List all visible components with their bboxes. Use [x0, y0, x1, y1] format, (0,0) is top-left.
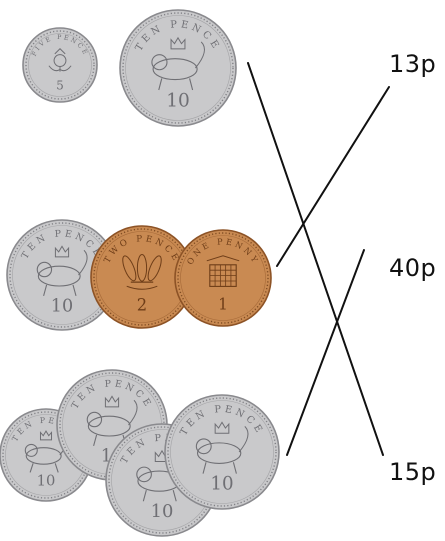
coin-value-text: 5: [56, 78, 64, 92]
match-line-group-1-to-15p: [248, 63, 383, 455]
coin-value-text: 10: [37, 472, 56, 489]
coin-value-text: 10: [51, 296, 73, 316]
coin-value-text: 2: [137, 296, 147, 315]
match-line-group-3-to-40p: [287, 250, 364, 455]
coin-value-text: 1: [218, 296, 228, 314]
answer-label-40p: 40p: [389, 254, 436, 282]
answer-label-13p: 13p: [389, 50, 436, 78]
coin-value-text: 10: [166, 90, 190, 111]
answer-label-15p: 15p: [389, 458, 436, 486]
coin-value-text: 10: [210, 474, 233, 495]
match-line-group-2-to-13p: [277, 87, 389, 266]
coin-value-text: 10: [151, 501, 174, 522]
